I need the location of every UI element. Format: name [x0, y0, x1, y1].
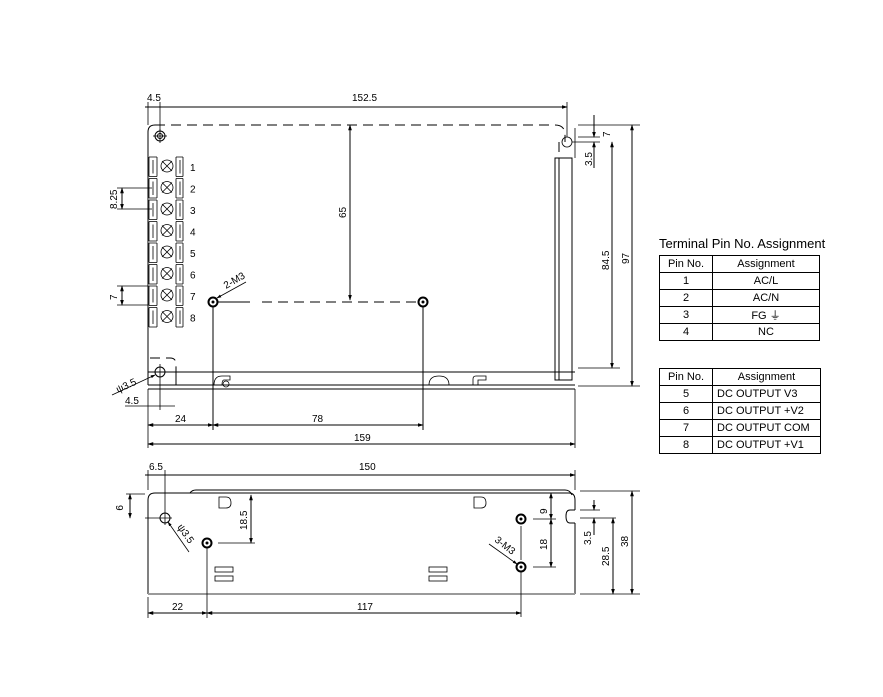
terminal-screw-icon	[148, 156, 184, 177]
dim-65: 65	[338, 206, 349, 218]
top-view-side-wall	[554, 157, 573, 381]
header-pin-no: Pin No.	[659, 368, 713, 386]
pin-number-label: 7	[190, 292, 196, 303]
dim-97: 97	[621, 252, 632, 264]
top-view-top-right-corner	[554, 124, 566, 142]
dim-3-5-side: 3.5	[583, 531, 594, 545]
top-view: 65 2-M3 4.5 152.5 8.25 7 ψ3.5 4.5 24	[109, 93, 640, 448]
header-assignment: Assignment	[712, 255, 820, 273]
label-3-m3: 3-M3	[492, 535, 517, 558]
side-m3-hole-left-icon	[201, 537, 213, 549]
dim-hole-dia-side: ψ3.5	[175, 522, 196, 546]
pin-number-label: 8	[190, 314, 196, 325]
pin-assignment: NC	[712, 323, 820, 341]
m3-hole-left-icon	[207, 296, 219, 308]
pin-number: 2	[659, 289, 713, 307]
pin-number-label: 6	[190, 271, 196, 282]
terminal-block	[148, 156, 184, 328]
pin-number-label: 3	[190, 206, 196, 217]
top-view-left-edge	[147, 124, 156, 385]
m3-hole-right-icon	[417, 296, 429, 308]
pin-assignment: AC/L	[712, 272, 820, 290]
pin-number-label: 5	[190, 249, 196, 260]
side-m3-hole-right-bottom-icon	[515, 561, 527, 573]
dim-18: 18	[539, 538, 550, 550]
dim-4-5-top: 4.5	[147, 93, 161, 104]
pin-assignment: FG ⏚	[712, 306, 820, 324]
pin-table-title: Terminal Pin No. Assignment	[659, 236, 826, 251]
notch-hole	[561, 136, 573, 148]
dim-9-left: 9	[113, 505, 124, 511]
terminal-screw-icon	[148, 285, 184, 306]
terminal-screw-icon	[148, 178, 184, 199]
header-assignment: Assignment	[712, 368, 821, 386]
pin-number: 7	[659, 419, 713, 437]
pin-assignment: AC/N	[712, 289, 820, 307]
dim-7-right: 7	[602, 131, 613, 137]
pin-number: 6	[659, 402, 713, 420]
pin-assignment: DC OUTPUT V3	[712, 385, 821, 403]
terminal-screw-icon	[148, 307, 184, 328]
corner-screw-icon	[153, 129, 167, 143]
header-pin-no: Pin No.	[659, 255, 713, 273]
dim-150: 150	[359, 462, 376, 473]
terminal-screw-icon	[148, 221, 184, 242]
pin-number: 5	[659, 385, 713, 403]
pin-number-label: 2	[190, 185, 196, 196]
pin-number: 1	[659, 272, 713, 290]
dim-159: 159	[354, 433, 371, 444]
side-m3-hole-right-top-icon	[515, 513, 527, 525]
dim-117: 117	[357, 602, 373, 613]
dim-9-right: 9	[539, 508, 550, 514]
pin-number-labels: 1 2 3 4 5 6 7 8	[190, 163, 196, 325]
dim-28-5: 28.5	[601, 546, 612, 566]
pin-assignment: DC OUTPUT COM	[712, 419, 821, 437]
dim-4-5-bottom: 4.5	[125, 396, 139, 407]
side-view-outline	[147, 492, 576, 594]
pin-number-label: 4	[190, 228, 196, 239]
pin-assignment: DC OUTPUT +V2	[712, 402, 821, 420]
pin-assignment: DC OUTPUT +V1	[712, 436, 821, 454]
dim-38: 38	[620, 535, 631, 547]
dim-3-5-right-top: 3.5	[584, 152, 595, 166]
mount-hole-icon	[152, 364, 168, 410]
pin-number: 3	[659, 306, 713, 324]
dim-78: 78	[312, 414, 324, 425]
pin-number-label: 1	[190, 163, 196, 174]
dim-6-5: 6.5	[149, 462, 163, 473]
dim-24: 24	[175, 414, 187, 425]
side-view: ψ3.5 3-M3 6.5 150 9 18.5 22 117 9 18	[113, 462, 640, 618]
dim-152-5: 152.5	[352, 93, 377, 104]
dim-22: 22	[172, 602, 184, 613]
terminal-screw-icon	[148, 264, 184, 285]
dim-84-5: 84.5	[601, 250, 612, 270]
dim-hole-dia-top: ψ3.5	[115, 377, 139, 396]
pin-number: 8	[659, 436, 713, 454]
terminal-screw-icon	[148, 199, 184, 220]
terminal-screw-icon	[148, 242, 184, 263]
pin-number: 4	[659, 323, 713, 341]
dim-18-5: 18.5	[239, 510, 250, 530]
dim-8-25: 8.25	[109, 189, 120, 209]
side-hole-icon	[145, 470, 172, 525]
dim-7-left: 7	[109, 294, 120, 300]
